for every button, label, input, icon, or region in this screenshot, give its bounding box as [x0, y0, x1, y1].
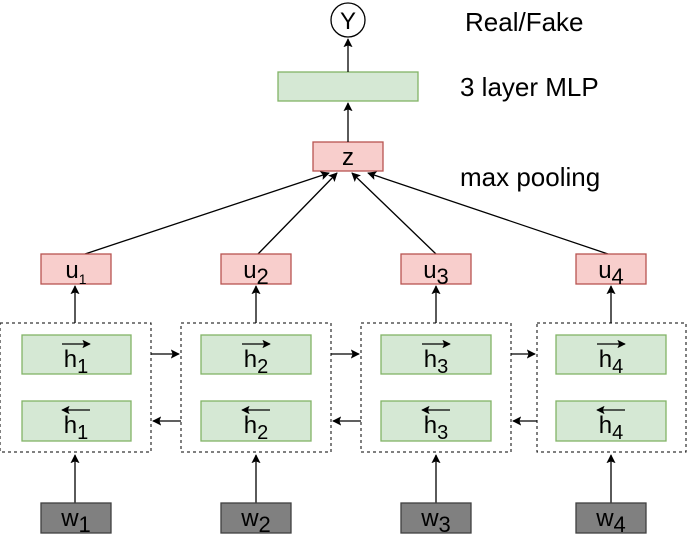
u-node-label: u3 [423, 257, 449, 289]
output-label: Real/Fake [465, 7, 584, 37]
pooling-node [312, 141, 384, 172]
arrow-u4-to-z [367, 171, 609, 255]
backward-hidden-label: h3 [424, 412, 448, 444]
column-3: u3 h3 h3 w3 [360, 253, 512, 536]
bilstm-cell [536, 322, 687, 453]
word-input [40, 502, 112, 534]
backward-hidden-label: h4 [599, 412, 623, 444]
forward-hidden-state [380, 334, 492, 375]
forward-hidden-state [555, 334, 667, 375]
u-node [400, 253, 472, 285]
forward-hidden-label: h1 [64, 346, 88, 378]
u-node-label: u1 [65, 257, 86, 287]
word-input [400, 502, 472, 534]
word-input-label: w1 [60, 505, 91, 536]
forward-hidden-state [200, 334, 312, 375]
bilstm-cell [180, 322, 332, 453]
mlp-box [277, 71, 419, 102]
arrow-u3-to-z [351, 172, 437, 255]
word-input-label: w4 [595, 505, 626, 536]
u-node [220, 253, 292, 285]
forward-hidden-label: h4 [599, 346, 623, 378]
u-node [40, 253, 112, 285]
column-2: u2 h2 h2 w2 [180, 253, 332, 536]
bilstm-cell [360, 322, 512, 453]
forward-hidden-label: h3 [424, 346, 448, 378]
word-input-label: w3 [420, 505, 451, 536]
backward-hidden-state [200, 400, 312, 442]
u-node [575, 253, 647, 285]
backward-hidden-state [21, 400, 132, 442]
arrow-u1-to-z [84, 171, 330, 255]
backward-hidden-label: h2 [244, 412, 268, 444]
arrow-u2-to-z [257, 172, 338, 255]
column-1: u1 h1 h1 w1 [0, 253, 152, 536]
pooling-node-label: z [342, 144, 354, 171]
column-4: u4 h4 h4 w4 [536, 253, 687, 536]
u-node-label: u2 [243, 257, 269, 289]
u-node-label: u4 [598, 257, 624, 289]
pooling-label: max pooling [460, 162, 600, 192]
output-node: Y [330, 2, 366, 38]
word-input-label: w2 [240, 505, 271, 536]
word-input [220, 502, 292, 534]
word-input [575, 502, 647, 534]
forward-hidden-state [21, 334, 132, 375]
forward-hidden-label: h2 [244, 346, 268, 378]
backward-hidden-label: h1 [64, 412, 88, 444]
bilstm-cell [0, 322, 152, 453]
output-symbol: Y [340, 8, 356, 35]
backward-hidden-state [380, 400, 492, 442]
mlp-label: 3 layer MLP [460, 72, 599, 102]
backward-hidden-state [555, 400, 667, 442]
